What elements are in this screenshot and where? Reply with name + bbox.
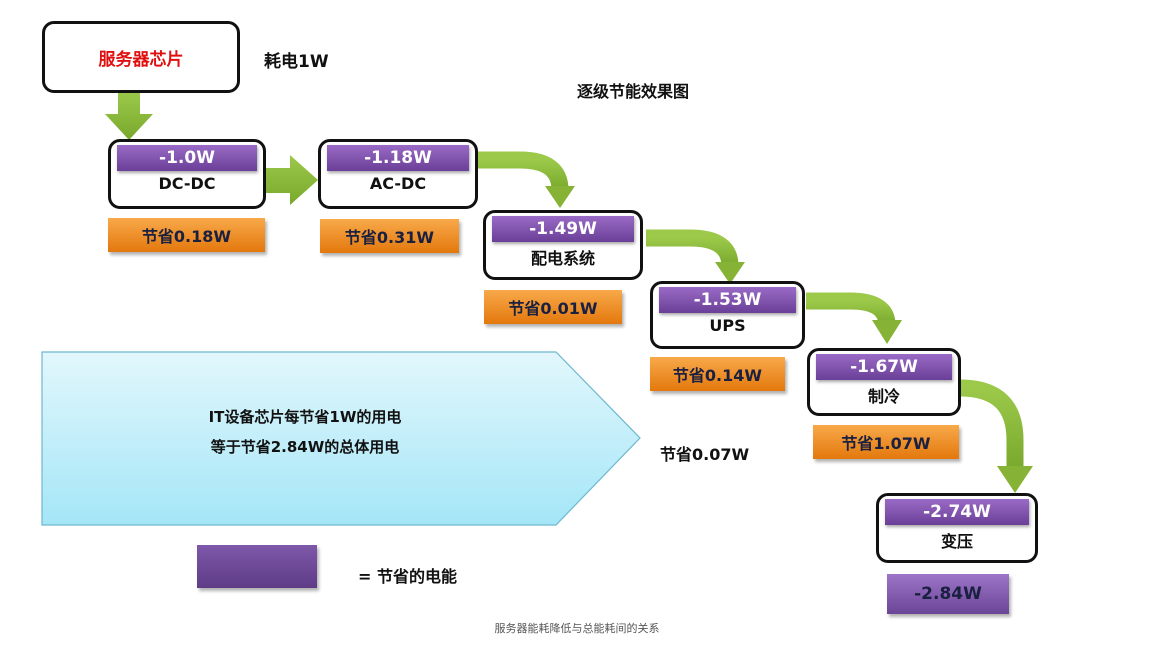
saving-badge: 节省0.31W <box>320 219 459 253</box>
legend-label: = 节省的电能 <box>358 567 457 586</box>
saving-badge: 节省0.14W <box>650 357 785 391</box>
stage-value: -1.18W <box>327 145 469 171</box>
stage-cooling: -1.67W 制冷 <box>807 348 961 416</box>
summary-line-2: 等于节省2.84W的总体用电 <box>210 438 400 456</box>
stage-dc-dc: -1.0W DC-DC <box>108 139 266 209</box>
stage-ups: -1.53W UPS <box>650 281 805 349</box>
server-chip-box: 服务器芯片 <box>42 21 240 93</box>
curved-arrow-1 <box>478 151 569 191</box>
summary-line-1: IT设备芯片每节省1W的用电 <box>208 408 402 426</box>
saving-badge: 节省0.18W <box>108 218 265 252</box>
stage-name: 变压 <box>940 532 973 551</box>
stage-name: UPS <box>709 316 746 335</box>
chip-consumption: 耗电1W <box>264 52 329 72</box>
stage-name: AC-DC <box>369 174 427 193</box>
stage-name: 制冷 <box>867 387 900 406</box>
stage-value: -1.0W <box>117 145 257 171</box>
arrow-head-4 <box>997 466 1033 493</box>
stage-value: -1.53W <box>659 287 796 313</box>
arrow-head-3 <box>872 320 902 344</box>
stage-transformer: -2.74W 变压 <box>876 493 1038 563</box>
diagram-title: 逐级节能效果图 <box>577 82 690 101</box>
stage-value: -1.67W <box>816 354 952 380</box>
arrow-down-icon <box>105 92 153 140</box>
stage-value: -2.74W <box>885 499 1029 525</box>
arrow-right-icon <box>264 155 318 205</box>
legend-swatch <box>197 545 317 588</box>
saving-label-plain: 节省0.07W <box>660 445 750 464</box>
arrow-head-2 <box>715 262 745 284</box>
figure-caption: 服务器能耗降低与总能耗间的关系 <box>494 622 660 635</box>
stage-ac-dc: -1.18W AC-DC <box>318 139 478 209</box>
total-saving: -2.84W <box>887 574 1009 614</box>
stage-name: DC-DC <box>158 174 216 193</box>
stage-name: 配电系统 <box>530 249 595 268</box>
server-chip-label: 服务器芯片 <box>98 49 184 70</box>
stage-distribution: -1.49W 配电系统 <box>483 210 643 280</box>
arrow-head-1 <box>545 186 575 208</box>
stage-value: -1.49W <box>492 216 634 242</box>
saving-badge: 节省1.07W <box>813 425 959 459</box>
summary-chevron <box>41 351 641 526</box>
saving-badge: 节省0.01W <box>484 290 622 324</box>
curved-arrow-2 <box>646 229 739 267</box>
summary-text: IT设备芯片每节省1W的用电 等于节省2.84W的总体用电 <box>140 402 470 462</box>
curved-arrow-4 <box>959 379 1024 470</box>
